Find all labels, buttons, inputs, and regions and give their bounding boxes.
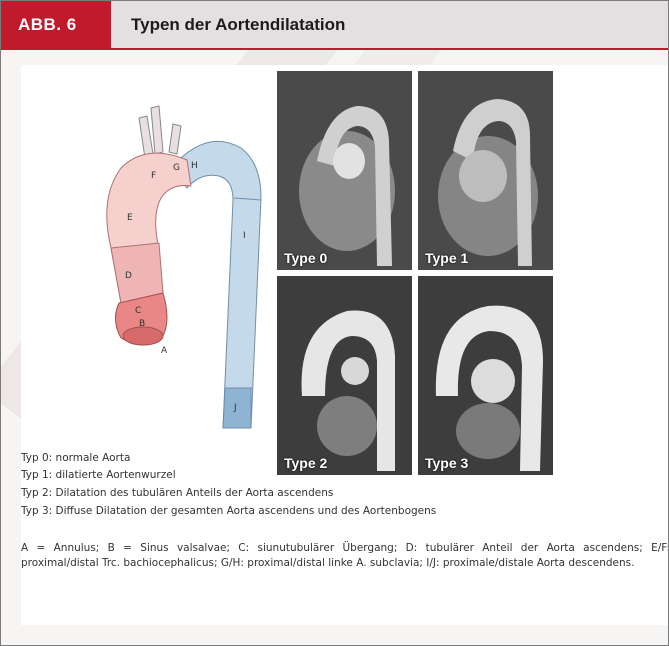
ct-image-type-2: Type 2: [277, 276, 412, 475]
segment-label: I: [243, 231, 246, 241]
branch-vessel: [169, 124, 181, 154]
branch-vessel: [151, 106, 163, 154]
segment-label: D: [125, 271, 132, 281]
figure-header: ABB. 6 Typen der Aortendilatation: [1, 1, 669, 48]
segment-label: C: [135, 306, 141, 316]
segment-label: E: [127, 213, 133, 223]
legend-item: Typ 0: normale Aorta: [21, 452, 130, 464]
legend-item: Typ 2: Dilatation des tubulären Anteils …: [21, 487, 333, 499]
segment-label: G: [173, 163, 180, 173]
figure-number-tab: ABB. 6: [1, 1, 111, 48]
segment-label: A: [161, 346, 168, 356]
aorta-diagram: A B C D E F G H I J: [91, 88, 271, 458]
ct-image-type-3: Type 3: [418, 276, 553, 475]
ct-image-type-0: Type 0: [277, 71, 412, 270]
segment-label: B: [139, 319, 145, 329]
legend-item: Typ 3: Diffuse Dilatation der gesamten A…: [21, 505, 436, 517]
ct-scan-image: [418, 71, 553, 270]
ct-type-label: Type 3: [425, 455, 468, 471]
ct-type-label: Type 0: [284, 250, 327, 266]
ct-scan-image: [277, 276, 412, 475]
segment-d-region: [111, 243, 163, 303]
aortic-valve: [123, 327, 163, 345]
ct-scan-image: [277, 71, 412, 270]
abbreviations-text: A = Annulus; B = Sinus valsalvae; C: siu…: [21, 541, 669, 571]
segment-label: F: [151, 171, 156, 181]
branch-vessel: [139, 116, 153, 158]
segment-label: J: [233, 403, 237, 413]
ct-scan-image: [418, 276, 553, 475]
figure-body: A B C D E F G H I J Type 0: [21, 65, 669, 625]
ct-type-label: Type 2: [284, 455, 327, 471]
legend-item: Typ 1: dilatierte Aortenwurzel: [21, 469, 176, 481]
segment-j-region: [223, 388, 251, 428]
header-divider: [1, 48, 669, 50]
ct-image-type-1: Type 1: [418, 71, 553, 270]
figure-title: Typen der Aortendilatation: [131, 1, 345, 48]
ct-type-label: Type 1: [425, 250, 468, 266]
segment-label: H: [191, 161, 198, 171]
